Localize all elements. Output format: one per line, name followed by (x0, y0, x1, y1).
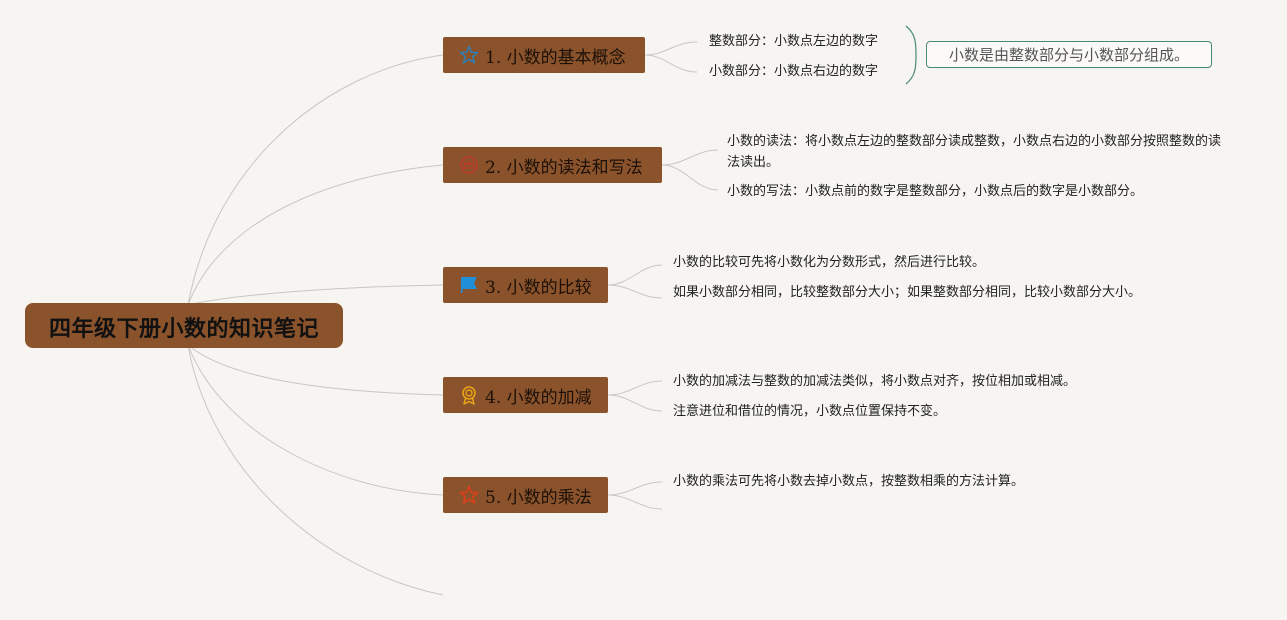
topic-4-label: 4. 小数的加减 (485, 387, 592, 408)
topic-4-add-subtract[interactable]: 4. 小数的加减 (443, 377, 608, 413)
topic-3-comparison[interactable]: 3. 小数的比较 (443, 267, 608, 303)
topic-2-item-1[interactable]: 小数的读法：将小数点左边的整数部分读成整数，小数点右边的小数部分按照整数的读法读… (727, 134, 1222, 170)
crown-icon (459, 155, 479, 175)
root-node[interactable]: 四年级下册小数的知识笔记 (25, 303, 343, 348)
topic-5-multiplication[interactable]: 5. 小数的乘法 (443, 477, 608, 513)
topic-2-read-write[interactable]: 2. 小数的读法和写法 (443, 147, 662, 183)
award-medal-icon (459, 385, 479, 405)
topic-1-summary[interactable]: 小数是由整数部分与小数部分组成。 (926, 41, 1212, 68)
connector-t5-b (607, 494, 663, 510)
topic-1-basic-concept[interactable]: 1. 小数的基本概念 (443, 37, 645, 73)
connector-t1-a (644, 41, 698, 56)
topic-2-label: 2. 小数的读法和写法 (485, 157, 643, 178)
topic-3-item-1[interactable]: 小数的比较可先将小数化为分数形式，然后进行比较。 (673, 255, 986, 270)
connector-t1-b (644, 54, 698, 73)
connector-t3-b (607, 284, 663, 299)
connector-topic-3 (187, 284, 444, 306)
summary-brace (905, 25, 917, 85)
connector-t4-a (607, 380, 663, 396)
summary-text: 小数是由整数部分与小数部分组成。 (948, 46, 1189, 64)
topic-2-item-2[interactable]: 小数的写法：小数点前的数字是整数部分，小数点后的数字是小数部分。 (727, 184, 1144, 199)
star-outline-icon (459, 45, 479, 65)
connector-topic-4 (187, 344, 444, 396)
topic-4-item-1[interactable]: 小数的加减法与整数的加减法类似，将小数点对齐，按位相加或相减。 (673, 374, 1077, 389)
topic-3-label: 3. 小数的比较 (485, 277, 592, 298)
connector-t5-a (607, 481, 663, 496)
topic-5-item-1[interactable]: 小数的乘法可先将小数去掉小数点，按整数相乘的方法计算。 (673, 474, 1025, 489)
topic-4-item-2[interactable]: 注意进位和借位的情况，小数点位置保持不变。 (673, 404, 947, 419)
connector-topic-1 (187, 54, 444, 306)
topic-3-item-2[interactable]: 如果小数部分相同，比较整数部分大小；如果整数部分相同，比较小数部分大小。 (673, 285, 1142, 300)
connector-t2-a (661, 149, 719, 166)
connector-topic-2 (187, 164, 444, 306)
connector-topic-5 (187, 344, 444, 496)
topic-1-item-1[interactable]: 整数部分：小数点左边的数字 (709, 34, 879, 49)
connector-t2-b (661, 164, 719, 191)
topic-1-item-2[interactable]: 小数部分：小数点右边的数字 (709, 64, 879, 79)
flag-icon (459, 275, 479, 295)
topic-5-label: 5. 小数的乘法 (485, 487, 592, 508)
star-outline-icon (459, 485, 479, 505)
connector-t4-b (607, 394, 663, 412)
root-title: 四年级下册小数的知识笔记 (48, 316, 319, 342)
connector-extra (187, 344, 444, 596)
topic-1-label: 1. 小数的基本概念 (485, 47, 626, 68)
connector-t3-a (607, 264, 663, 286)
